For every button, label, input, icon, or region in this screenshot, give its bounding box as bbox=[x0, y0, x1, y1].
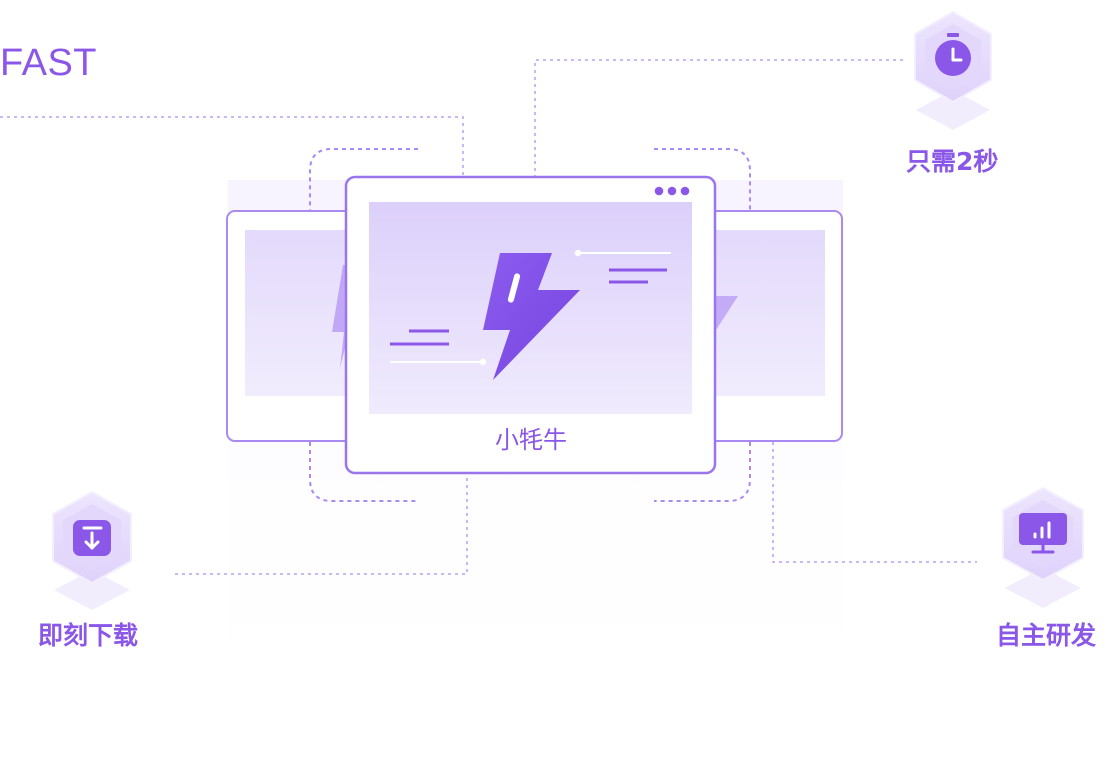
connector-lines bbox=[0, 59, 977, 575]
bolt-highlight bbox=[507, 273, 521, 303]
feature-label-download: 即刻下载 bbox=[38, 621, 139, 650]
center-card-caption: 小牦牛 bbox=[495, 426, 567, 454]
center-card bbox=[344, 175, 717, 475]
bracket-top-left bbox=[309, 148, 418, 212]
speed-lines-right bbox=[574, 249, 671, 284]
feature-label-seconds: 只需2秒 bbox=[906, 147, 999, 176]
connector-research bbox=[772, 442, 977, 563]
bracket-top-right bbox=[654, 148, 751, 212]
bolt-faded-right-icon bbox=[712, 268, 738, 330]
download-badge bbox=[52, 490, 132, 610]
bracket-frames bbox=[309, 148, 751, 502]
stopwatch-icon bbox=[935, 33, 971, 76]
monitor-chart-icon bbox=[1019, 513, 1067, 554]
stopwatch-badge bbox=[914, 10, 992, 130]
headline-fast: FAST bbox=[0, 42, 98, 84]
download-icon bbox=[73, 520, 111, 556]
monitor-chart-badge bbox=[1002, 486, 1084, 608]
bracket-bottom-left bbox=[309, 442, 418, 502]
connector-seconds bbox=[534, 59, 903, 178]
connector-download bbox=[175, 474, 468, 575]
feature-label-research: 自主研发 bbox=[996, 621, 1097, 650]
speed-lines-left bbox=[390, 329, 487, 366]
bolt-faded-left-icon bbox=[332, 265, 357, 368]
back-card-left bbox=[226, 210, 358, 442]
window-dots-icon bbox=[654, 186, 690, 196]
lightning-bolt-icon bbox=[483, 253, 580, 380]
connector-fast bbox=[0, 116, 464, 178]
bracket-bottom-right bbox=[654, 442, 751, 502]
back-card-right bbox=[702, 210, 843, 442]
